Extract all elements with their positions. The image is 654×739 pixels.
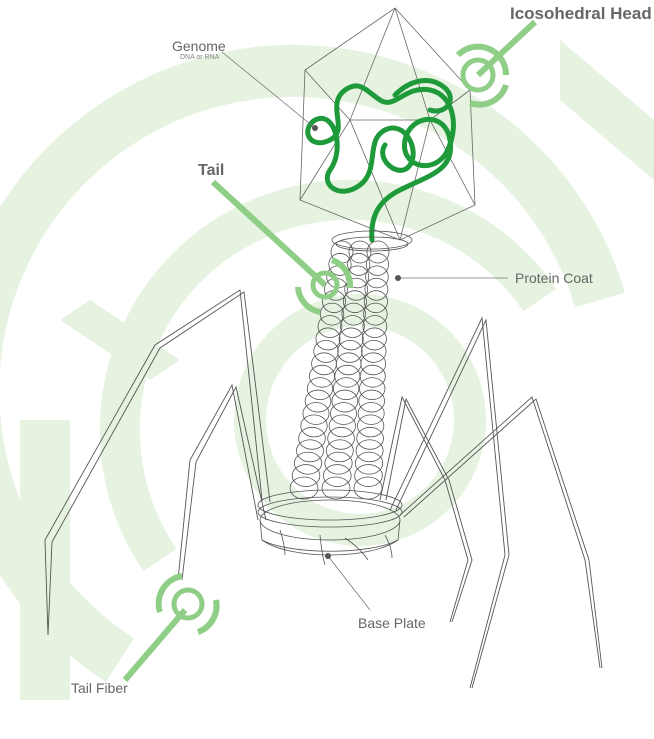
sheath-ring <box>357 415 383 437</box>
sheath-ring <box>314 340 339 362</box>
sheath-ring <box>359 390 385 412</box>
sheath-ring <box>361 353 386 375</box>
sheath-ring <box>358 402 384 424</box>
sheath-ring <box>299 427 326 449</box>
sheath-ring <box>359 378 384 400</box>
sheath-ring <box>338 340 363 362</box>
sheath-ring <box>301 415 327 437</box>
background-rings <box>0 71 600 660</box>
tail-fiber-label: Tail Fiber <box>71 680 128 696</box>
protein-coat-label: Protein Coat <box>515 270 593 286</box>
sheath-ring <box>322 477 350 499</box>
sheath-ring <box>362 328 386 350</box>
sheath-ring <box>303 402 329 424</box>
sheath-ring <box>362 340 387 362</box>
sheath-ring <box>332 390 358 412</box>
sheath-ring <box>339 328 363 350</box>
sheath-ring <box>355 465 383 487</box>
sheath-ring <box>357 427 384 449</box>
tail-sheath <box>290 241 389 499</box>
sheath-ring <box>356 440 383 462</box>
sheath-ring <box>360 365 385 387</box>
sheath-ring <box>296 440 323 462</box>
sheath-ring <box>307 378 332 400</box>
sheath-ring <box>294 452 321 474</box>
sheath-ring <box>312 353 337 375</box>
sheath-ring <box>335 365 360 387</box>
sheath-ring <box>326 440 353 462</box>
sheath-ring <box>309 365 334 387</box>
callout-head <box>458 22 535 105</box>
sheath-ring <box>305 390 331 412</box>
sheath-ring <box>367 241 389 263</box>
head-label: Icosohedral Head <box>510 4 652 24</box>
genome-label: Genome <box>172 38 226 54</box>
sheath-ring <box>333 378 358 400</box>
callout-tail-fiber <box>125 576 217 680</box>
sheath-ring <box>331 402 357 424</box>
sheath-ring <box>329 415 355 437</box>
genome-sublabel: DNA or RNA <box>180 54 219 61</box>
tail-label: Tail <box>198 162 224 180</box>
sheath-ring <box>354 477 382 499</box>
sheath-ring <box>336 353 361 375</box>
sheath-ring <box>292 465 320 487</box>
sheath-ring <box>323 465 351 487</box>
sheath-ring <box>355 452 382 474</box>
base-plate-label: Base Plate <box>358 615 426 631</box>
sheath-ring <box>325 452 352 474</box>
sheath-ring <box>328 427 355 449</box>
